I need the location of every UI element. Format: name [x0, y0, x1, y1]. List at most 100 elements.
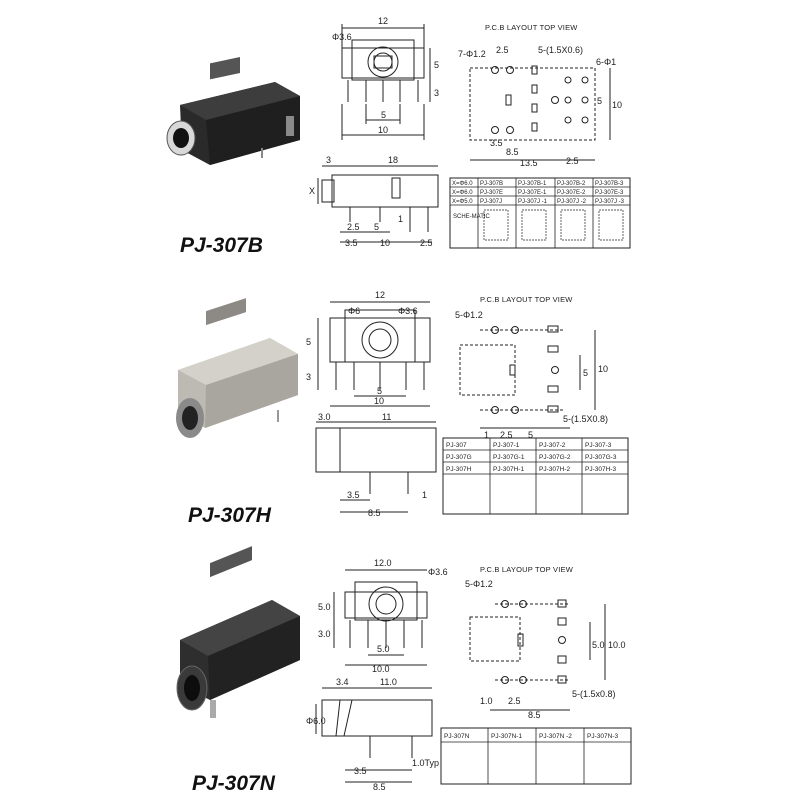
table-cell: PJ-307B-2 — [557, 181, 586, 187]
pcb-holes: 5-Φ1.2 — [465, 579, 493, 589]
side-view-307h-dims: 3.0 11 3.5 1 8.5 — [318, 412, 427, 518]
dim-base: 10 — [378, 125, 388, 135]
dim-hole: Φ3.6 — [428, 567, 448, 577]
side-view-307b — [317, 165, 439, 243]
table-cell: PJ-307N — [444, 733, 470, 740]
product-photo-307n — [176, 546, 300, 718]
dim-side-x: X — [309, 186, 315, 196]
dim-side-c: 8.5 — [373, 782, 386, 792]
product-photo-307b — [166, 56, 300, 165]
pcb-title: P.C.B LAYOUT TOP VIEW — [480, 295, 573, 304]
table-cell: PJ-307G — [446, 454, 472, 461]
section-pj-307n: 12.0 Φ3.6 5.0 3.0 5.0 10.0 3.4 11.0 Φ6.0… — [176, 546, 632, 795]
dim-side-g: 2.5 — [420, 238, 433, 248]
pcb-d4: 3.5 — [490, 138, 503, 148]
top-view-307b-dims: 12 Φ3.6 5 3 5 10 — [332, 16, 439, 135]
dim-side-a: 2.5 — [347, 222, 360, 232]
table-cell: PJ-307J -2 — [557, 199, 587, 205]
pcb-d5: 8.5 — [506, 147, 519, 157]
dim-h1: 5.0 — [318, 602, 331, 612]
product-photo-307h — [176, 298, 298, 438]
side-view-307b-dims: 3 18 X 2.5 5 1 3.5 10 2.5 — [309, 155, 433, 248]
dim-side-left: 3.4 — [336, 677, 349, 687]
side-view-307n-dims: 3.4 11.0 Φ6.0 3.5 1.0Typ 8.5 — [306, 677, 439, 792]
pcb-v2: 10.0 — [608, 640, 626, 650]
pcb-v1: 5 — [583, 368, 588, 378]
dim-pin-span: 5 — [377, 386, 382, 396]
pcb-d3: 8.5 — [528, 710, 541, 720]
dim-h2: 3 — [434, 88, 439, 98]
pcb-d2: 2.5 — [500, 430, 513, 440]
top-view-307n-dims: 12.0 Φ3.6 5.0 3.0 5.0 10.0 — [318, 558, 448, 674]
top-view-307n — [333, 569, 428, 666]
dim-side-length: 11 — [382, 412, 391, 422]
table-cell: PJ-307H-3 — [585, 466, 616, 473]
pcb-v1: 5.0 — [592, 640, 605, 650]
table-cell: PJ-307B-1 — [518, 181, 547, 187]
top-view-307h — [317, 301, 431, 407]
pcb-title: P.C.B LAYOUT TOP VIEW — [485, 23, 578, 32]
table-cell: X=Φ5.0 — [452, 199, 473, 205]
dim-side-length: 18 — [388, 155, 398, 165]
table-cell: X=Φ6.0 — [452, 181, 473, 187]
top-view-307h-dims: 12 Φ6 Φ3.6 5 3 5 10 — [306, 290, 418, 406]
table-cell: PJ-307N-1 — [491, 733, 522, 740]
dim-side-c: 1 — [398, 214, 403, 224]
table-cell: PJ-307N -2 — [539, 733, 572, 740]
pcb-slots: 5-(1.5X0.6) — [538, 45, 583, 55]
pcb-slots: 5-(1.5x0.8) — [572, 689, 616, 699]
dim-hole-a: Φ6 — [348, 306, 360, 316]
pcb-layout-307h: P.C.B LAYOUT TOP VIEW 5-Φ1.2 5-(1.5X0.8)… — [455, 295, 608, 440]
dim-side-dia: Φ6.0 — [306, 716, 326, 726]
table-cell: PJ-307B — [480, 181, 503, 187]
model-label-307n: PJ-307N — [192, 772, 276, 795]
pcb-d2: 2.5 — [508, 696, 521, 706]
table-cell: PJ-307-1 — [493, 442, 520, 449]
pcb-d1: 1 — [484, 430, 489, 440]
table-cell: PJ-307G-3 — [585, 454, 617, 461]
table-cell: PJ-307H-1 — [493, 466, 524, 473]
dim-side-b: 5 — [374, 222, 379, 232]
table-cell: PJ-307-2 — [539, 442, 566, 449]
dim-width: 12.0 — [374, 558, 392, 568]
pcb-d1: 2.5 — [496, 45, 509, 55]
table-cell: PJ-307-3 — [585, 442, 612, 449]
dim-hole: Φ3.6 — [332, 32, 352, 42]
pcb-pads: 6-Φ1 — [596, 57, 616, 67]
table-cell: PJ-307N-3 — [587, 733, 618, 740]
dim-width: 12 — [375, 290, 385, 300]
pcb-d3: 10 — [612, 100, 622, 110]
dim-side-left: 3 — [326, 155, 331, 165]
dim-h1: 5 — [306, 337, 311, 347]
pcb-holes: 5-Φ1.2 — [455, 310, 483, 320]
table-cell: PJ-307J -3 — [595, 199, 625, 205]
pcb-title: P.C.B LAYOUP TOP VIEW — [480, 565, 574, 574]
dim-side-length: 11.0 — [380, 677, 397, 687]
top-view-307b — [341, 24, 431, 140]
table-cell: PJ-307E-2 — [557, 190, 586, 196]
dim-side-c: 8.5 — [368, 508, 381, 518]
dim-width: 12 — [378, 16, 388, 26]
table-cell: PJ-307J — [480, 199, 502, 205]
side-view-307n — [315, 687, 433, 783]
pcb-d7: 2.5 — [566, 156, 579, 166]
table-cell: PJ-307H-2 — [539, 466, 570, 473]
section-pj-307h: 12 Φ6 Φ3.6 5 3 5 10 3.0 11 3.5 1 8.5 PJ-… — [176, 290, 629, 527]
table-cell: PJ-307H — [446, 466, 472, 473]
dim-base: 10.0 — [372, 664, 390, 674]
dim-side-left: 3.0 — [318, 412, 331, 422]
dim-side-a: 3.5 — [354, 766, 367, 776]
dim-h2: 3 — [306, 372, 311, 382]
schematic-label: SCHE-MATIC — [453, 214, 491, 220]
pcb-slots: 5-(1.5X0.8) — [563, 414, 608, 424]
dim-side-e: 3.5 — [345, 238, 358, 248]
pcb-layout-307b: P.C.B LAYOUT TOP VIEW 7-Φ1.2 2.5 5-(1.5X… — [458, 23, 622, 168]
model-table-307n: PJ-307N PJ-307N-1 PJ-307N -2 PJ-307N-3 — [440, 727, 632, 785]
pcb-v2: 10 — [598, 364, 608, 374]
dim-side-b: 1 — [422, 490, 427, 500]
pcb-d1: 1.0 — [480, 696, 493, 706]
dim-pin-span: 5.0 — [377, 644, 390, 654]
table-cell: PJ-307E-1 — [518, 190, 547, 196]
